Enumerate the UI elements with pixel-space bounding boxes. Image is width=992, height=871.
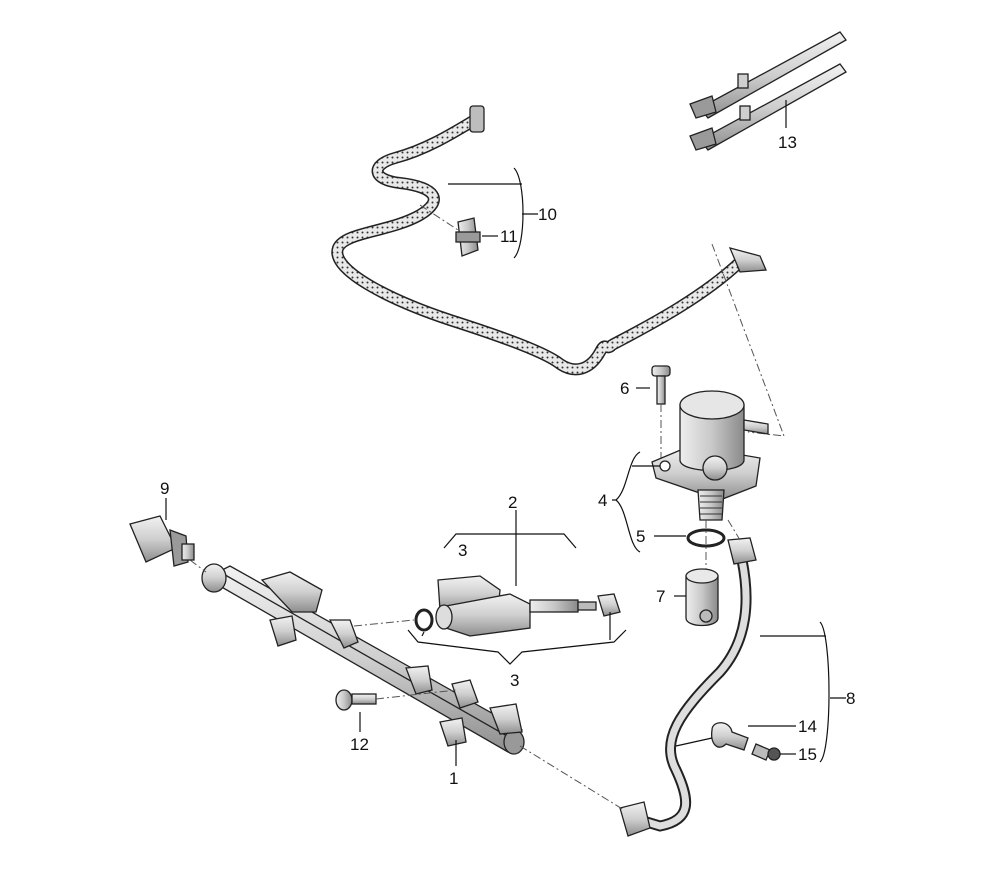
callout-15: 15	[798, 745, 817, 764]
pressure-sensor-9	[129, 515, 195, 567]
injector-2	[435, 575, 597, 637]
callout-12: 12	[350, 735, 369, 754]
callout-13: 13	[778, 133, 797, 152]
vacuum-hose-10	[331, 105, 767, 376]
fuel-rail-1	[201, 563, 525, 755]
o-ring-5	[686, 528, 726, 548]
callout-3-bottom: 3	[510, 671, 519, 690]
seal-3	[414, 593, 621, 632]
callout-11: 11	[500, 227, 518, 246]
callout-8: 8	[846, 689, 855, 708]
callout-5: 5	[636, 527, 645, 546]
callout-6: 6	[620, 379, 629, 398]
callout-14: 14	[798, 717, 817, 736]
callout-2: 2	[508, 493, 517, 512]
callout-9: 9	[160, 479, 169, 498]
bolt-6	[651, 365, 671, 405]
callout-7: 7	[656, 587, 665, 606]
callout-1: 1	[449, 769, 458, 788]
pipe-clamp-14	[711, 722, 749, 751]
clip-11	[455, 217, 481, 257]
bolt-12	[335, 689, 377, 711]
callout-4: 4	[598, 491, 607, 510]
fuel-line-8	[619, 537, 757, 837]
cable-tie-13	[689, 31, 847, 151]
high-pressure-pump-4	[651, 390, 769, 521]
callout-3-top: 3	[458, 541, 467, 560]
roller-tappet-7	[685, 568, 719, 627]
callout-10: 10	[538, 205, 557, 224]
screw-15	[751, 743, 781, 761]
